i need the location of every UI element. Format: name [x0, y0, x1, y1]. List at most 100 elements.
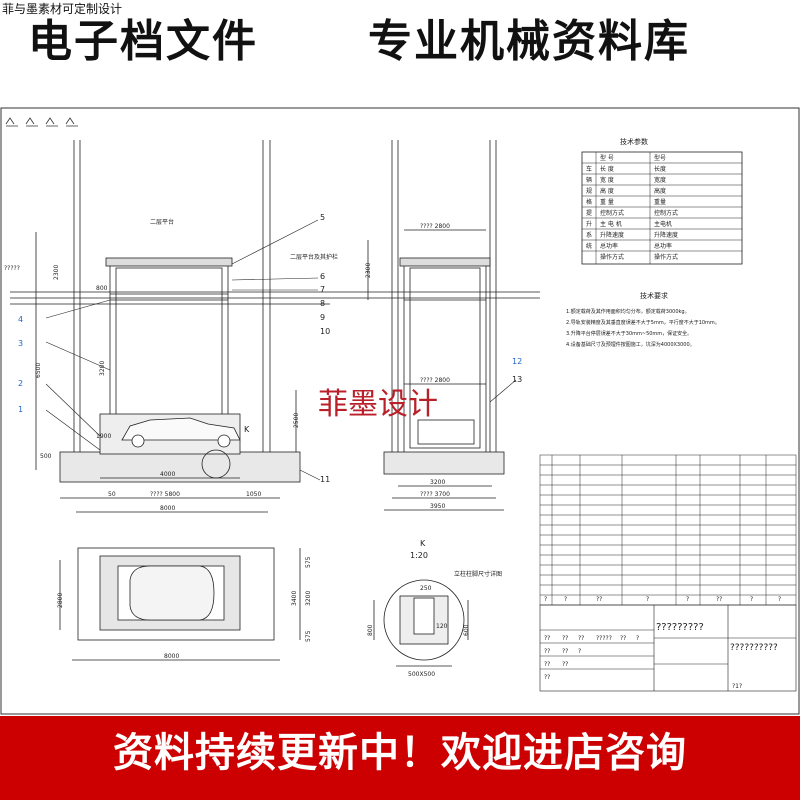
- tech-row-param: 宽 度: [600, 176, 614, 184]
- dim-front-1900: 1900: [96, 433, 111, 440]
- note-line: 4.设备基础尺寸及预埋件按图施工，坑深为4000X3000。: [566, 341, 695, 348]
- guard-label: 二层平台及其护栏: [290, 253, 338, 261]
- part-number-3: 3: [18, 339, 23, 348]
- platform2-label: 二层平台: [150, 218, 174, 226]
- side-elevation: [367, 140, 505, 511]
- title-block-cell: ??: [544, 648, 550, 655]
- dim-plan-3200: 3200: [305, 591, 312, 606]
- detail-scale: 1:20: [410, 551, 428, 560]
- dim-front-2500: 2500: [293, 413, 300, 428]
- parts-list-mark: ?: [544, 596, 547, 603]
- title-block-big: ?????????: [656, 622, 704, 633]
- dim-front-2300: 2300: [53, 265, 60, 280]
- title-block-cell: ??: [562, 635, 568, 642]
- title-block-cell: ??: [562, 661, 568, 668]
- title-block: [539, 604, 797, 692]
- technical-notes: 技术要求 1.额定载荷及其作用面积均匀分布，额定载荷3000kg。 2.导轨安装…: [566, 291, 720, 348]
- dim-plan-8000: 8000: [164, 653, 179, 660]
- tech-row-param: 总功率: [600, 242, 618, 250]
- tech-row-value: 型号: [654, 154, 666, 162]
- parts-list-header: ? ? ?? ? ? ?? ? ?: [544, 596, 781, 603]
- dim-plan-575-a: 575: [305, 556, 312, 568]
- header-right-title: 专业机械资料库: [368, 16, 690, 67]
- dim-front-50: 50: [108, 491, 116, 498]
- notes-title: 技术要求: [640, 291, 668, 300]
- part-callouts: [45, 219, 517, 481]
- tech-row-value: 升降速度: [654, 231, 678, 239]
- title-block-big2: ??????????: [730, 643, 778, 653]
- part-number-7: 7: [320, 285, 325, 294]
- parts-list: [539, 454, 797, 606]
- note-line: 2.导轨安装精度及其垂直度误差不大于5mm，平行度不大于10mm。: [566, 319, 720, 326]
- part-number-13: 13: [512, 375, 522, 384]
- tech-row-value: 操作方式: [654, 253, 678, 261]
- tech-row-param: 重 量: [600, 198, 614, 206]
- title-block-cell: ??: [562, 648, 568, 655]
- front-elevation: [10, 140, 540, 513]
- tech-row-param: 升降速度: [600, 231, 624, 239]
- dim-side-2800-mid: ???? 2800: [420, 377, 450, 384]
- tech-table: 技术参数: [581, 137, 743, 265]
- parts-list-mark: ?: [778, 596, 781, 603]
- tech-row-group: 辆: [586, 176, 592, 184]
- dim-plan-2800: 2800: [57, 593, 64, 608]
- detail-k-label: K: [420, 539, 426, 548]
- tech-row-param: 主 电 机: [600, 220, 622, 228]
- part-number-8: 8: [320, 299, 325, 308]
- revision-marks: [5, 117, 78, 127]
- parts-list-mark: ?: [564, 596, 567, 603]
- part-number-6: 6: [320, 272, 325, 281]
- unknown-label: ?????: [4, 265, 20, 272]
- detail-dim-250: 250: [420, 585, 432, 592]
- title-block-cell: ??: [578, 635, 584, 642]
- watermark-text: 菲与墨素材可定制设计: [2, 2, 123, 16]
- note-line: 1.额定载荷及其作用面积均匀分布，额定载荷3000kg。: [566, 308, 690, 315]
- title-block-cell: ??: [544, 674, 550, 681]
- bottom-banner: [0, 716, 800, 800]
- tech-row-value: 控制方式: [654, 209, 678, 217]
- tech-table-title: 技术参数: [620, 137, 648, 146]
- tech-row-group: 格: [586, 198, 592, 206]
- detail-dim-600: 600: [463, 624, 470, 636]
- note-line: 3.升降平台停层误差不大于30mm~50mm，保证安全。: [566, 330, 692, 337]
- dim-side-3700: ???? 3700: [420, 491, 450, 498]
- top-banner: 菲与墨素材可定制设计 电子档文件 专业机械资料库: [0, 0, 800, 82]
- tech-row-value: 高度: [654, 187, 666, 195]
- detail-k-mark: K: [244, 425, 250, 434]
- title-block-sheet: ?1?: [732, 683, 742, 690]
- dim-front-3200: 3200: [99, 361, 106, 376]
- tech-row-value: 总功率: [654, 242, 672, 250]
- title-block-cell: ?: [636, 635, 639, 642]
- title-block-cell: ?: [578, 648, 581, 655]
- cad-drawing: 二层平台 二层平台及其护栏 ????? 2300 6500 3200 2500 …: [0, 82, 800, 716]
- tech-row-value: 长度: [654, 165, 666, 173]
- cad-drawing-svg: 二层平台 二层平台及其护栏 ????? 2300 6500 3200 2500 …: [0, 107, 800, 715]
- part-number-5: 5: [320, 213, 325, 222]
- parts-list-mark: ?: [686, 596, 689, 603]
- tech-table-cells: 型 号型号 车长 度长度 辆宽 度宽度 规高 度高度 格重 量重量 提控制方式控…: [586, 154, 678, 261]
- detail-dim-500x500: 500X500: [408, 671, 435, 678]
- title-block-cell: ?????: [596, 635, 612, 642]
- tech-row-group: 升: [586, 220, 592, 228]
- dim-side-2800-top: ???? 2800: [420, 223, 450, 230]
- dim-front-4000: 4000: [160, 471, 175, 478]
- part-number-1: 1: [18, 405, 23, 414]
- part-number-9: 9: [320, 313, 325, 322]
- dim-side-3200: 3200: [430, 479, 445, 486]
- dim-front-800: 800: [96, 285, 108, 292]
- tech-row-value: 重量: [654, 198, 666, 206]
- title-block-cell: ??: [620, 635, 626, 642]
- dim-front-8000: 8000: [160, 505, 175, 512]
- title-block-cell: ??: [544, 661, 550, 668]
- header-left-title: 电子档文件: [28, 16, 258, 67]
- part-number-11: 11: [320, 475, 330, 484]
- parts-list-mark: ?: [750, 596, 753, 603]
- tech-row-param: 型 号: [600, 154, 614, 162]
- tech-row-group: 统: [586, 242, 592, 250]
- tech-row-group: 规: [586, 187, 592, 195]
- tech-row-group: 系: [586, 231, 592, 239]
- designer-stamp: 菲墨设计: [318, 387, 438, 422]
- footer-promo-text: 资料持续更新中！欢迎进店咨询: [113, 730, 687, 776]
- part-number-10: 10: [320, 327, 330, 336]
- tech-row-value: 主电机: [654, 220, 672, 228]
